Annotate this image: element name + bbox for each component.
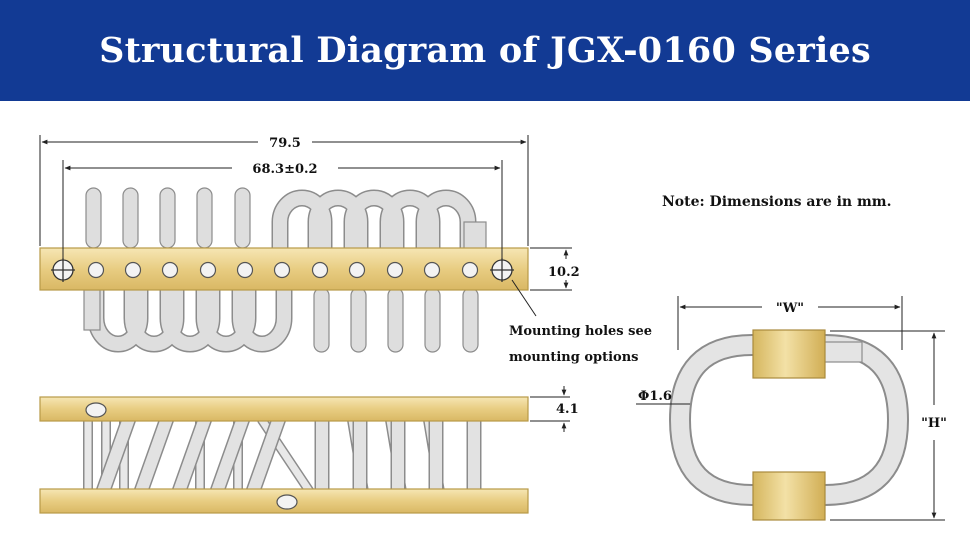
page-title: Structural Diagram of JGX-0160 Series	[99, 30, 871, 71]
title-banner: Structural Diagram of JGX-0160 Series	[0, 0, 970, 101]
top-mounting-bar	[39, 247, 529, 291]
end-view: Note: Dimensions are in mm. "W" "H" Φ1.6	[636, 194, 947, 521]
hole-spacing-label: 68.3±0.2	[252, 162, 317, 177]
side-top-bar	[39, 396, 529, 422]
side-view-front-coils	[92, 402, 482, 508]
dimension-height	[830, 330, 945, 521]
dimension-width	[677, 296, 903, 350]
side-hole-bottom	[276, 494, 298, 510]
top-view-straight-coils	[313, 287, 479, 353]
dimension-overall-length	[39, 135, 529, 246]
height-label: "H"	[921, 416, 947, 431]
wire-diameter-label: Φ1.6	[638, 389, 672, 404]
end-view-top-block	[752, 329, 826, 379]
callout-leader	[511, 279, 537, 317]
top-view-back-coils	[85, 187, 251, 249]
callout-line-1: Mounting holes see	[509, 324, 652, 339]
overall-length-label: 79.5	[269, 136, 301, 151]
side-view: 4.1	[39, 386, 579, 514]
bar-thickness-label: 4.1	[556, 402, 579, 417]
top-view: 79.5 68.3±0.2 10.2 Mounting holes see mo…	[39, 135, 652, 365]
dimension-bar-height	[530, 247, 572, 291]
bar-height-label: 10.2	[548, 265, 580, 280]
units-note: Note: Dimensions are in mm.	[662, 194, 891, 210]
callout-line-2: mounting options	[509, 350, 639, 365]
width-label: "W"	[776, 301, 804, 316]
end-view-bottom-block	[752, 471, 826, 521]
end-view-wire-tail	[823, 341, 863, 363]
top-view-front-coils	[87, 281, 293, 353]
side-hole-top	[85, 402, 107, 418]
top-view-wire-start	[83, 289, 101, 331]
top-view-wire-end	[463, 221, 487, 251]
top-view-arch-coils	[271, 189, 477, 259]
dimension-bar-thickness	[530, 386, 570, 432]
dimension-hole-spacing	[62, 160, 503, 258]
mounting-holes	[87, 261, 479, 279]
end-mounting-holes	[51, 258, 514, 282]
